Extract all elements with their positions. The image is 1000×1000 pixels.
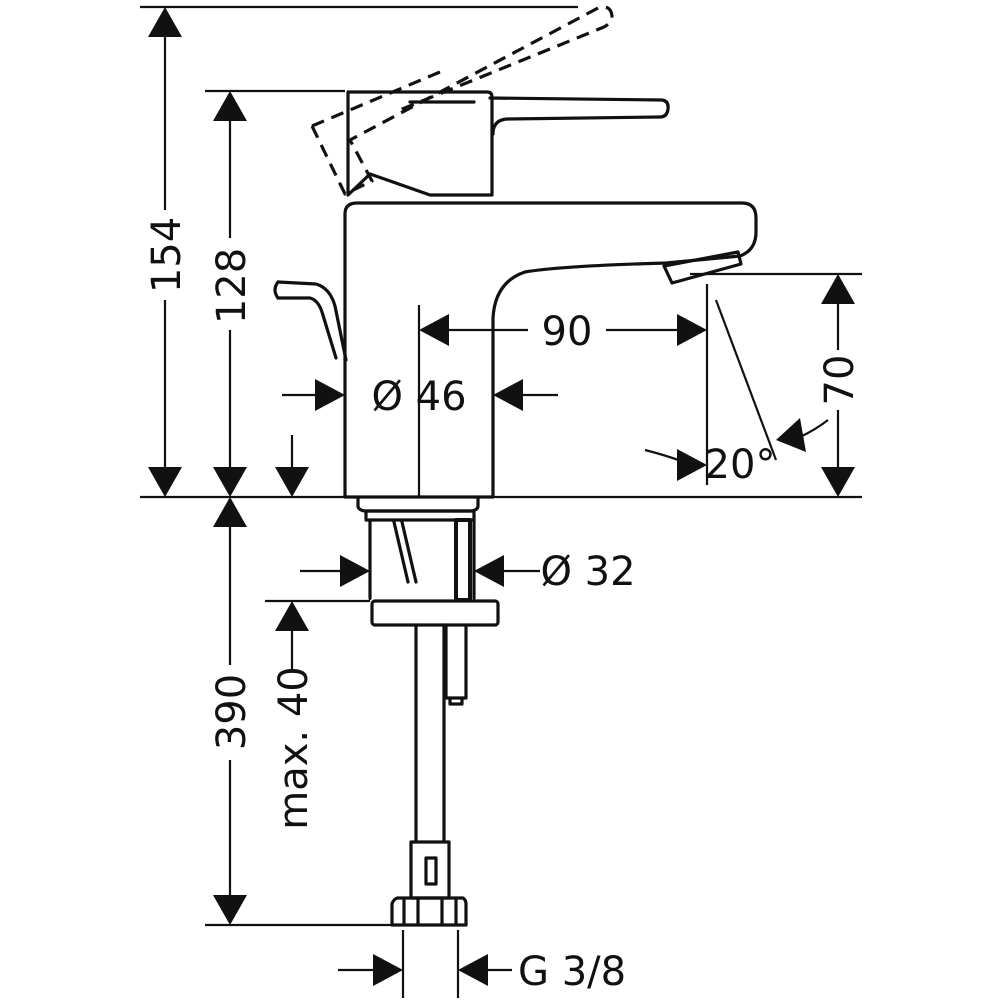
arrow-46-left [315,379,345,411]
dimension-g38-ext [401,930,460,998]
threaded-shank-outline [364,509,476,522]
dimension-lines [140,5,862,998]
arrow-70-top [821,274,855,304]
lever-open-position-dashed-top [311,70,441,128]
dimension-20-angle-line [714,299,778,461]
dimension-20-arc-leader-right [799,419,829,438]
arrow-20-left [677,449,707,481]
label-90: 90 [542,309,593,355]
connection-nut-outline [390,896,468,927]
label-390: 390 [209,674,255,750]
lever-handle-outline [488,96,670,136]
mounting-assembly [356,495,500,927]
dimension-labels: 154 128 390 max. 40 90 Ø 46 70 20° Ø 32 … [144,217,863,995]
label-max-40: max. 40 [271,666,317,829]
arrow-70-bottom [821,467,855,497]
label-g38: G 3/8 [518,949,626,995]
base-flange-outline [356,495,480,513]
label-128: 128 [209,248,255,324]
arrow-390-bottom [213,895,247,925]
aerator-outline [662,250,743,285]
connection-nut-flats [402,898,458,926]
label-70: 70 [817,355,863,406]
arrow-90-left [419,314,449,346]
pop-up-rod-outline [276,280,348,362]
arrow-128-bottom [213,467,247,497]
mounting-stud-end [448,696,464,706]
arrow-32-left [340,555,370,587]
arrow-32-right [474,555,504,587]
pop-up-link [392,520,418,584]
arrow-390-top [213,497,247,527]
hose-crimp-detail [424,856,438,886]
supply-hose-outline [414,623,446,844]
hose-crimp-outline [409,840,451,900]
faucet-outline [273,5,758,499]
arrow-154-top [148,7,182,37]
label-32: Ø 32 [540,549,635,595]
pop-up-rod-knob [273,280,280,300]
shank-outline [368,518,476,600]
pop-up-rod-outline-inner [276,296,338,360]
arrow-40-bottom [275,601,309,631]
arrow-40-top [275,467,309,497]
arrow-g38-left [373,954,403,986]
threaded-rod [454,518,472,602]
label-20-degrees: 20° [705,442,776,488]
lever-open-position-dashed [310,5,614,196]
arrow-90-right [677,314,707,346]
lever-housing-outline [346,90,494,197]
label-46: Ø 46 [371,374,466,420]
arrow-20-right [776,418,806,452]
mounting-stud-outline [444,623,468,700]
label-154: 154 [144,217,190,293]
arrow-g38-right [458,954,488,986]
arrow-46-right [493,379,523,411]
faucet-body-outline [343,201,758,499]
arrow-128-top [213,91,247,121]
mounting-plate-outline [370,599,500,627]
arrow-154-bottom [148,467,182,497]
dimension-arrows [148,7,855,986]
